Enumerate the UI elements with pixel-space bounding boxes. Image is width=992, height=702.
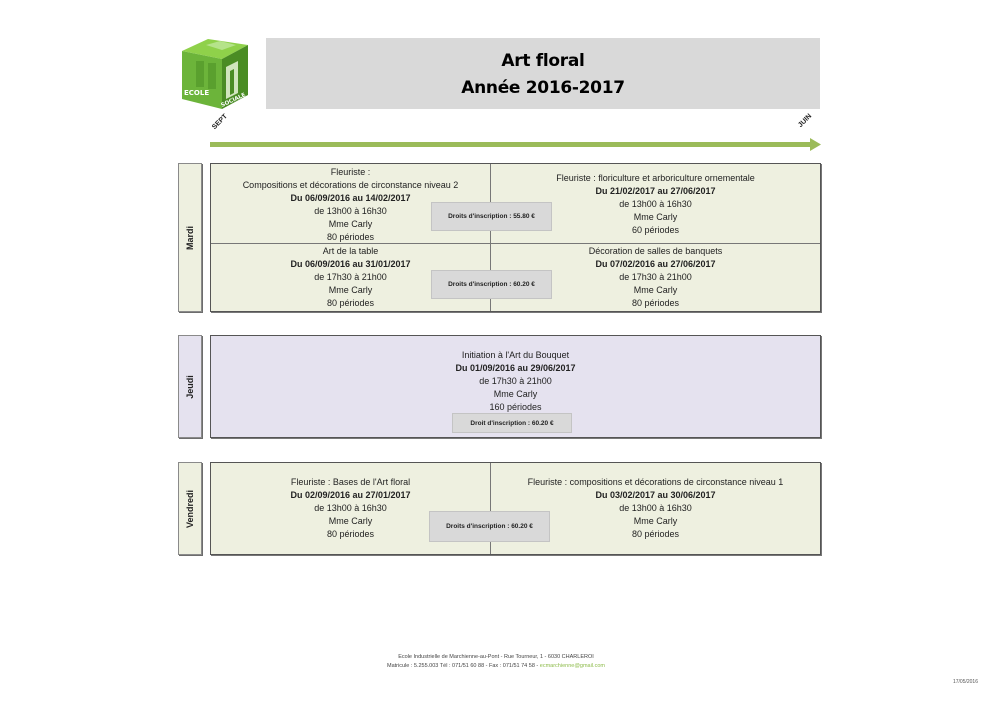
course-title: Décoration de salles de banquets xyxy=(588,246,723,256)
course-teacher: Mme Carly xyxy=(493,389,538,399)
timeline-end-label: JUIN xyxy=(797,112,814,129)
course-card: Fleuriste : floriculture et arboricultur… xyxy=(491,172,820,237)
course-title: Fleuriste : floriculture et arboricultur… xyxy=(556,173,755,183)
course-time: de 13h00 à 16h30 xyxy=(314,503,387,513)
registration-fee-badge: Droit d'inscription : 60.20 € xyxy=(452,413,572,433)
course-card: Art de la table Du 06/09/2016 au 31/01/2… xyxy=(211,245,490,310)
course-card: Fleuriste : Bases de l'Art floral Du 02/… xyxy=(211,476,490,541)
course-time: de 13h00 à 16h30 xyxy=(619,199,692,209)
day-column-jeudi: Jeudi xyxy=(178,335,202,438)
course-teacher: Mme Carly xyxy=(633,285,678,295)
row-divider xyxy=(211,243,820,244)
course-periods: 60 périodes xyxy=(631,225,680,235)
course-teacher: Mme Carly xyxy=(328,219,373,229)
page-title-box: Art floral Année 2016-2017 xyxy=(266,38,820,109)
day-column-mardi: Mardi xyxy=(178,163,202,312)
course-title: Fleuriste : compositions et décorations … xyxy=(527,477,784,487)
footer-contact: Matricule : 5.255.003 Tél : 071/51 60 88… xyxy=(0,662,992,671)
timeline-arrow-icon xyxy=(210,138,821,151)
cube-logo-icon: ECOLE SOCIALE xyxy=(182,39,248,109)
column-divider xyxy=(490,164,491,311)
course-time: de 17h30 à 21h00 xyxy=(479,376,552,386)
mardi-schedule-panel: Fleuriste : Compositions et décorations … xyxy=(210,163,821,312)
page-subtitle: Année 2016-2017 xyxy=(461,78,625,98)
column-divider xyxy=(490,463,491,554)
course-teacher: Mme Carly xyxy=(328,516,373,526)
registration-fee-badge: Droits d'inscription : 55.80 € xyxy=(431,202,552,231)
course-periods: 80 périodes xyxy=(631,298,680,308)
page-title: Art floral xyxy=(501,51,585,71)
course-title: Initiation à l'Art du Bouquet xyxy=(461,350,570,360)
course-dates: Du 21/02/2017 au 27/06/2017 xyxy=(595,186,716,196)
footer-phone-fax: Matricule : 5.255.003 Tél : 071/51 60 88… xyxy=(387,663,540,669)
timeline: SEPT JUIN xyxy=(210,113,822,154)
course-card: Initiation à l'Art du Bouquet Du 01/09/2… xyxy=(211,349,820,414)
footer: Ecole Industrielle de Marchienne-au-Pont… xyxy=(0,653,992,671)
course-dates: Du 03/02/2017 au 30/06/2017 xyxy=(595,490,716,500)
course-periods: 80 périodes xyxy=(326,529,375,539)
course-card: Fleuriste : Compositions et décorations … xyxy=(211,166,490,244)
course-periods: 80 périodes xyxy=(631,529,680,539)
vendredi-schedule-panel: Fleuriste : Bases de l'Art floral Du 02/… xyxy=(210,462,821,555)
timeline-start-label: SEPT xyxy=(211,113,229,131)
course-time: de 17h30 à 21h00 xyxy=(619,272,692,282)
course-dates: Du 01/09/2016 au 29/06/2017 xyxy=(455,363,576,373)
course-title: Fleuriste : xyxy=(330,167,371,177)
course-time: de 13h00 à 16h30 xyxy=(619,503,692,513)
day-label: Vendredi xyxy=(185,489,195,528)
course-dates: Du 06/09/2016 au 31/01/2017 xyxy=(290,259,411,269)
course-periods: 80 périodes xyxy=(326,298,375,308)
course-dates: Du 06/09/2016 au 14/02/2017 xyxy=(290,193,411,203)
course-dates: Du 02/09/2016 au 27/01/2017 xyxy=(290,490,411,500)
course-teacher: Mme Carly xyxy=(328,285,373,295)
course-title: Fleuriste : Bases de l'Art floral xyxy=(290,477,411,487)
day-label: Mardi xyxy=(185,225,195,250)
course-card: Décoration de salles de banquets Du 07/0… xyxy=(491,245,820,310)
registration-fee-badge: Droits d'inscription : 60.20 € xyxy=(429,511,550,542)
registration-fee-badge: Droits d'inscription : 60.20 € xyxy=(431,270,552,299)
course-teacher: Mme Carly xyxy=(633,516,678,526)
footer-address: Ecole Industrielle de Marchienne-au-Pont… xyxy=(398,654,594,660)
course-teacher: Mme Carly xyxy=(633,212,678,222)
course-dates: Du 07/02/2016 au 27/06/2017 xyxy=(595,259,716,269)
course-time: de 17h30 à 21h00 xyxy=(314,272,387,282)
course-title: Art de la table xyxy=(322,246,379,256)
day-label: Jeudi xyxy=(185,374,195,399)
school-logo: ECOLE SOCIALE xyxy=(178,31,250,111)
day-column-vendredi: Vendredi xyxy=(178,462,202,555)
course-time: de 13h00 à 16h30 xyxy=(314,206,387,216)
footer-email-link[interactable]: ecmarchienne@gmail.com xyxy=(539,663,605,669)
document-date: 17/05/2016 xyxy=(952,679,978,685)
course-card: Fleuriste : compositions et décorations … xyxy=(491,476,820,541)
jeudi-schedule-panel: Initiation à l'Art du Bouquet Du 01/09/2… xyxy=(210,335,821,438)
course-subtitle: Compositions et décorations de circonsta… xyxy=(242,180,459,190)
course-periods: 80 périodes xyxy=(326,232,375,242)
logo-ecole-text: ECOLE xyxy=(184,89,209,97)
course-periods: 160 périodes xyxy=(489,402,542,412)
